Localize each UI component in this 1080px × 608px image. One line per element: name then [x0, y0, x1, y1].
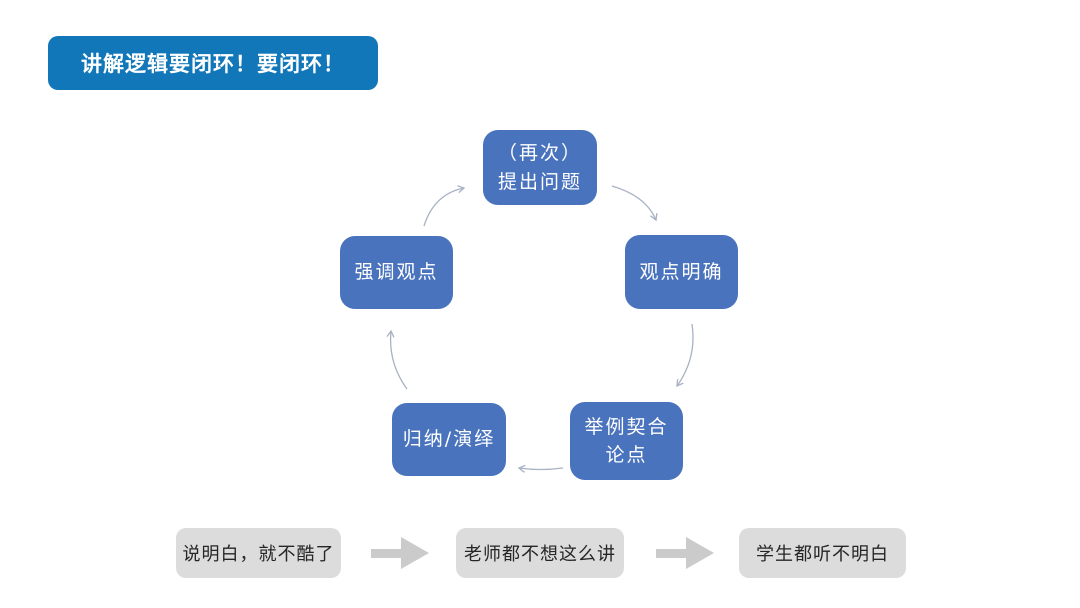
arrow-right-to-bottom-right: [676, 323, 694, 388]
bottom-flow-box-2-label: 老师都不想这么讲: [464, 544, 616, 565]
right-block-arrow-icon: [656, 537, 714, 569]
right-block-arrow-head: [686, 537, 714, 569]
title-banner: 讲解逻辑要闭环！要闭环！: [48, 36, 378, 90]
arrow-bottom-left-to-left: [386, 329, 408, 390]
cycle-node-viewpoint-clear-label: 观点明确: [639, 260, 724, 283]
bottom-flow-box-3: 学生都听不明白: [739, 528, 906, 578]
bottom-flow-box-1-label: 说明白，就不酷了: [182, 544, 335, 565]
arrow-top-to-right: [611, 185, 658, 222]
cycle-node-restate-question-label: （再次） 提出问题: [497, 142, 582, 193]
cycle-node-emphasize-viewpoint-label: 强调观点: [354, 261, 439, 284]
arrow-left-to-top: [423, 185, 466, 227]
cycle-node-emphasize-viewpoint: 强调观点: [340, 236, 453, 309]
arrow-bottom-right-to-bottom-left: [517, 464, 564, 473]
cycle-node-viewpoint-clear: 观点明确: [625, 235, 738, 309]
right-block-arrow-head: [401, 537, 429, 569]
cycle-node-induction-deduction-label: 归纳/演绎: [402, 428, 496, 451]
right-block-arrow-shaft: [656, 549, 686, 558]
cycle-node-example-fits-argument-label: 举例契合 论点: [584, 415, 669, 467]
right-block-arrow-icon: [371, 537, 429, 569]
bottom-flow-box-2: 老师都不想这么讲: [456, 528, 624, 578]
bottom-flow-box-3-label: 学生都听不明白: [756, 544, 889, 565]
bottom-flow-box-1: 说明白，就不酷了: [176, 528, 341, 578]
cycle-node-restate-question: （再次） 提出问题: [483, 130, 597, 205]
cycle-node-induction-deduction: 归纳/演绎: [392, 403, 506, 476]
cycle-node-example-fits-argument: 举例契合 论点: [570, 402, 683, 480]
right-block-arrow-shaft: [371, 549, 401, 558]
title-banner-text: 讲解逻辑要闭环！要闭环！: [81, 52, 345, 76]
